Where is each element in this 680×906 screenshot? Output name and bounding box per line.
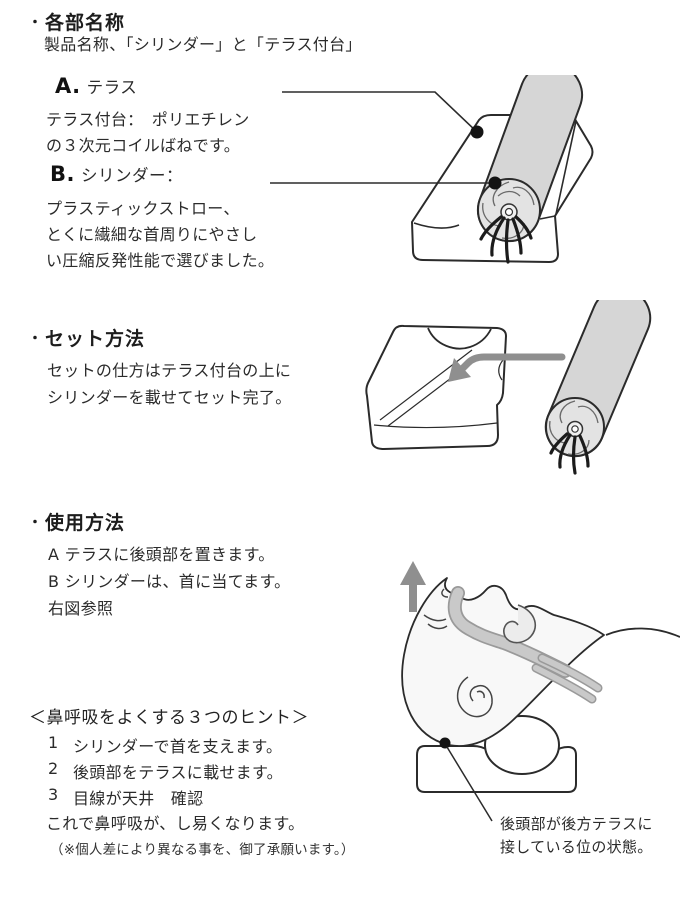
usage-line-3: 右図参照 xyxy=(48,599,114,618)
pillow-with-cylinder-illustration xyxy=(270,75,594,264)
usage-line-2: B シリンダーは、首に当てます。 xyxy=(48,572,291,591)
caption-line-2: 接している位の状態。 xyxy=(500,838,653,856)
hint-text: 目線が天井 確認 xyxy=(73,789,204,808)
part-b-name: シリンダー： xyxy=(80,166,183,185)
section-heading-setup: ・ セット方法 xyxy=(28,324,145,351)
part-b-desc-3: い圧縮反発性能で選びました。 xyxy=(46,251,275,270)
eye-mark xyxy=(423,614,448,630)
hint-number: 3 xyxy=(48,785,59,804)
setup-line-1: セットの仕方はテラス付台の上に xyxy=(47,361,292,380)
palate-curl xyxy=(503,604,537,644)
setup-line-2: シリンダーを載せてセット完了。 xyxy=(47,388,292,407)
bullet-mark: ・ xyxy=(28,331,43,347)
part-a-row: A. テラス xyxy=(55,74,137,98)
leader-line-a xyxy=(282,91,478,133)
part-b-label: B. xyxy=(50,162,75,186)
caption-leader-line xyxy=(446,746,493,822)
marker-dot-a xyxy=(470,125,484,139)
ear xyxy=(456,676,493,718)
hint-item-3: 3 目線が天井 確認 xyxy=(48,785,203,809)
section-title-parts: 各部名称 xyxy=(45,12,126,34)
hint-item-1: 1 シリンダーで首を支えます。 xyxy=(48,733,282,757)
shoulder-line xyxy=(605,627,680,638)
part-b-desc-1: プラスティックストロー、 xyxy=(46,199,240,218)
hints-title: ＜鼻呼吸をよくする３つのヒント＞ xyxy=(29,708,309,728)
hint-number: 1 xyxy=(48,733,59,752)
cylinder-tassels xyxy=(479,215,533,264)
set-arrow-shaft xyxy=(458,353,566,373)
section-title-usage: 使用方法 xyxy=(45,512,126,534)
cylinder-tassels xyxy=(549,432,590,475)
part-a-name: テラス xyxy=(86,78,138,97)
section-title-setup: セット方法 xyxy=(45,328,146,350)
hint-text: シリンダーで首を支えます。 xyxy=(73,737,283,756)
part-b-row: B. シリンダー： xyxy=(50,162,183,186)
cylinder-into-base-illustration xyxy=(365,300,652,475)
part-a-label: A. xyxy=(55,74,81,98)
hints-note: （※個人差により異なる事を、御了承願います。） xyxy=(50,842,355,858)
part-a-desc-2: の３次元コイルばねです。 xyxy=(46,136,241,155)
terrace-base xyxy=(365,324,507,450)
hint-text: 後頭部をテラスに載せます。 xyxy=(73,763,283,782)
airway xyxy=(447,586,603,704)
part-a-desc-1: テラス付台： ポリエチレン xyxy=(46,110,250,129)
head-outline xyxy=(401,577,605,747)
part-b-desc-2: とくに繊細な首周りにやさし xyxy=(46,225,258,244)
hint-item-2: 2 後頭部をテラスに載せます。 xyxy=(48,759,283,783)
contact-dot xyxy=(439,737,451,749)
nostril-line xyxy=(441,588,449,598)
set-arrow-head xyxy=(448,358,471,382)
bullet-mark: ・ xyxy=(28,515,43,531)
parts-subtitle: 製品名称、「シリンダー」と「テラス付台」 xyxy=(44,35,362,54)
hint-number: 2 xyxy=(48,759,59,778)
bullet-mark: ・ xyxy=(28,15,43,31)
head-position-caption: 後頭部が後方テラスに 接している位の状態。 xyxy=(500,813,653,859)
usage-line-1: A テラスに後頭部を置きます。 xyxy=(48,545,275,564)
hints-conclusion: これで鼻呼吸が、し易くなります。 xyxy=(46,814,305,833)
section-heading-parts: ・ 各部名称 xyxy=(28,8,125,35)
head-on-pillow-illustration xyxy=(400,561,680,822)
section-heading-usage: ・ 使用方法 xyxy=(28,508,125,535)
cap-swirl-pattern xyxy=(549,400,599,455)
marker-dot-b xyxy=(488,176,502,190)
cylinder-section xyxy=(484,715,560,775)
caption-line-1: 後頭部が後方テラスに xyxy=(500,815,653,833)
up-arrow-head xyxy=(400,561,426,585)
